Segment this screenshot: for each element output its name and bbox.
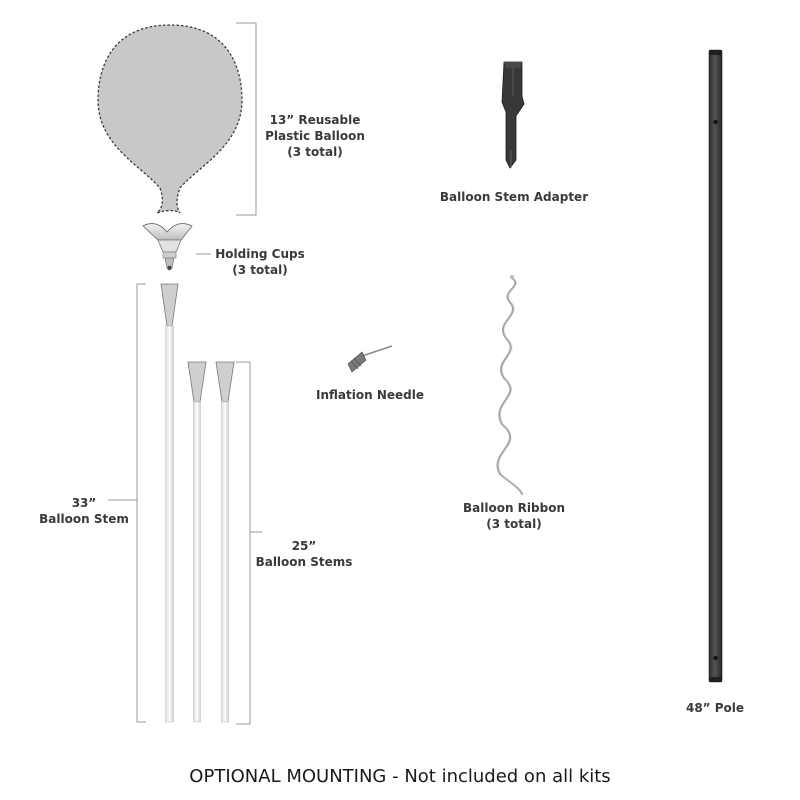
balloon-icon: [97, 24, 243, 214]
stem-25-icon: [215, 361, 235, 723]
balloon-ribbon-icon: [496, 275, 524, 496]
pole-icon: [708, 49, 723, 683]
stem-33-bracket: [136, 283, 146, 723]
label-stem-25: 25” Balloon Stems: [255, 539, 353, 569]
label-inflation-needle: Inflation Needle: [316, 388, 424, 402]
label-balloon-stem-adapter: Balloon Stem Adapter: [439, 190, 589, 204]
footer-note: OPTIONAL MOUNTING - Not included on all …: [189, 766, 611, 787]
label-stem-33: 33” Balloon Stem: [39, 496, 129, 526]
stem-25-bracket: [236, 361, 251, 725]
label-balloon-ribbon: Balloon Ribbon (3 total): [463, 501, 565, 531]
holding-cup-icon: [142, 223, 193, 271]
label-balloon: 13” Reusable Plastic Balloon (3 total): [265, 113, 365, 159]
stem-33-icon: [160, 283, 179, 723]
label-pole: 48” Pole: [685, 701, 745, 715]
inflation-needle-icon: [347, 345, 393, 373]
balloon-stem-adapter-icon: [501, 61, 525, 169]
label-holding-cups: Holding Cups (3 total): [215, 247, 305, 277]
balloon-bracket: [236, 22, 257, 216]
stem-25-icon: [187, 361, 207, 723]
